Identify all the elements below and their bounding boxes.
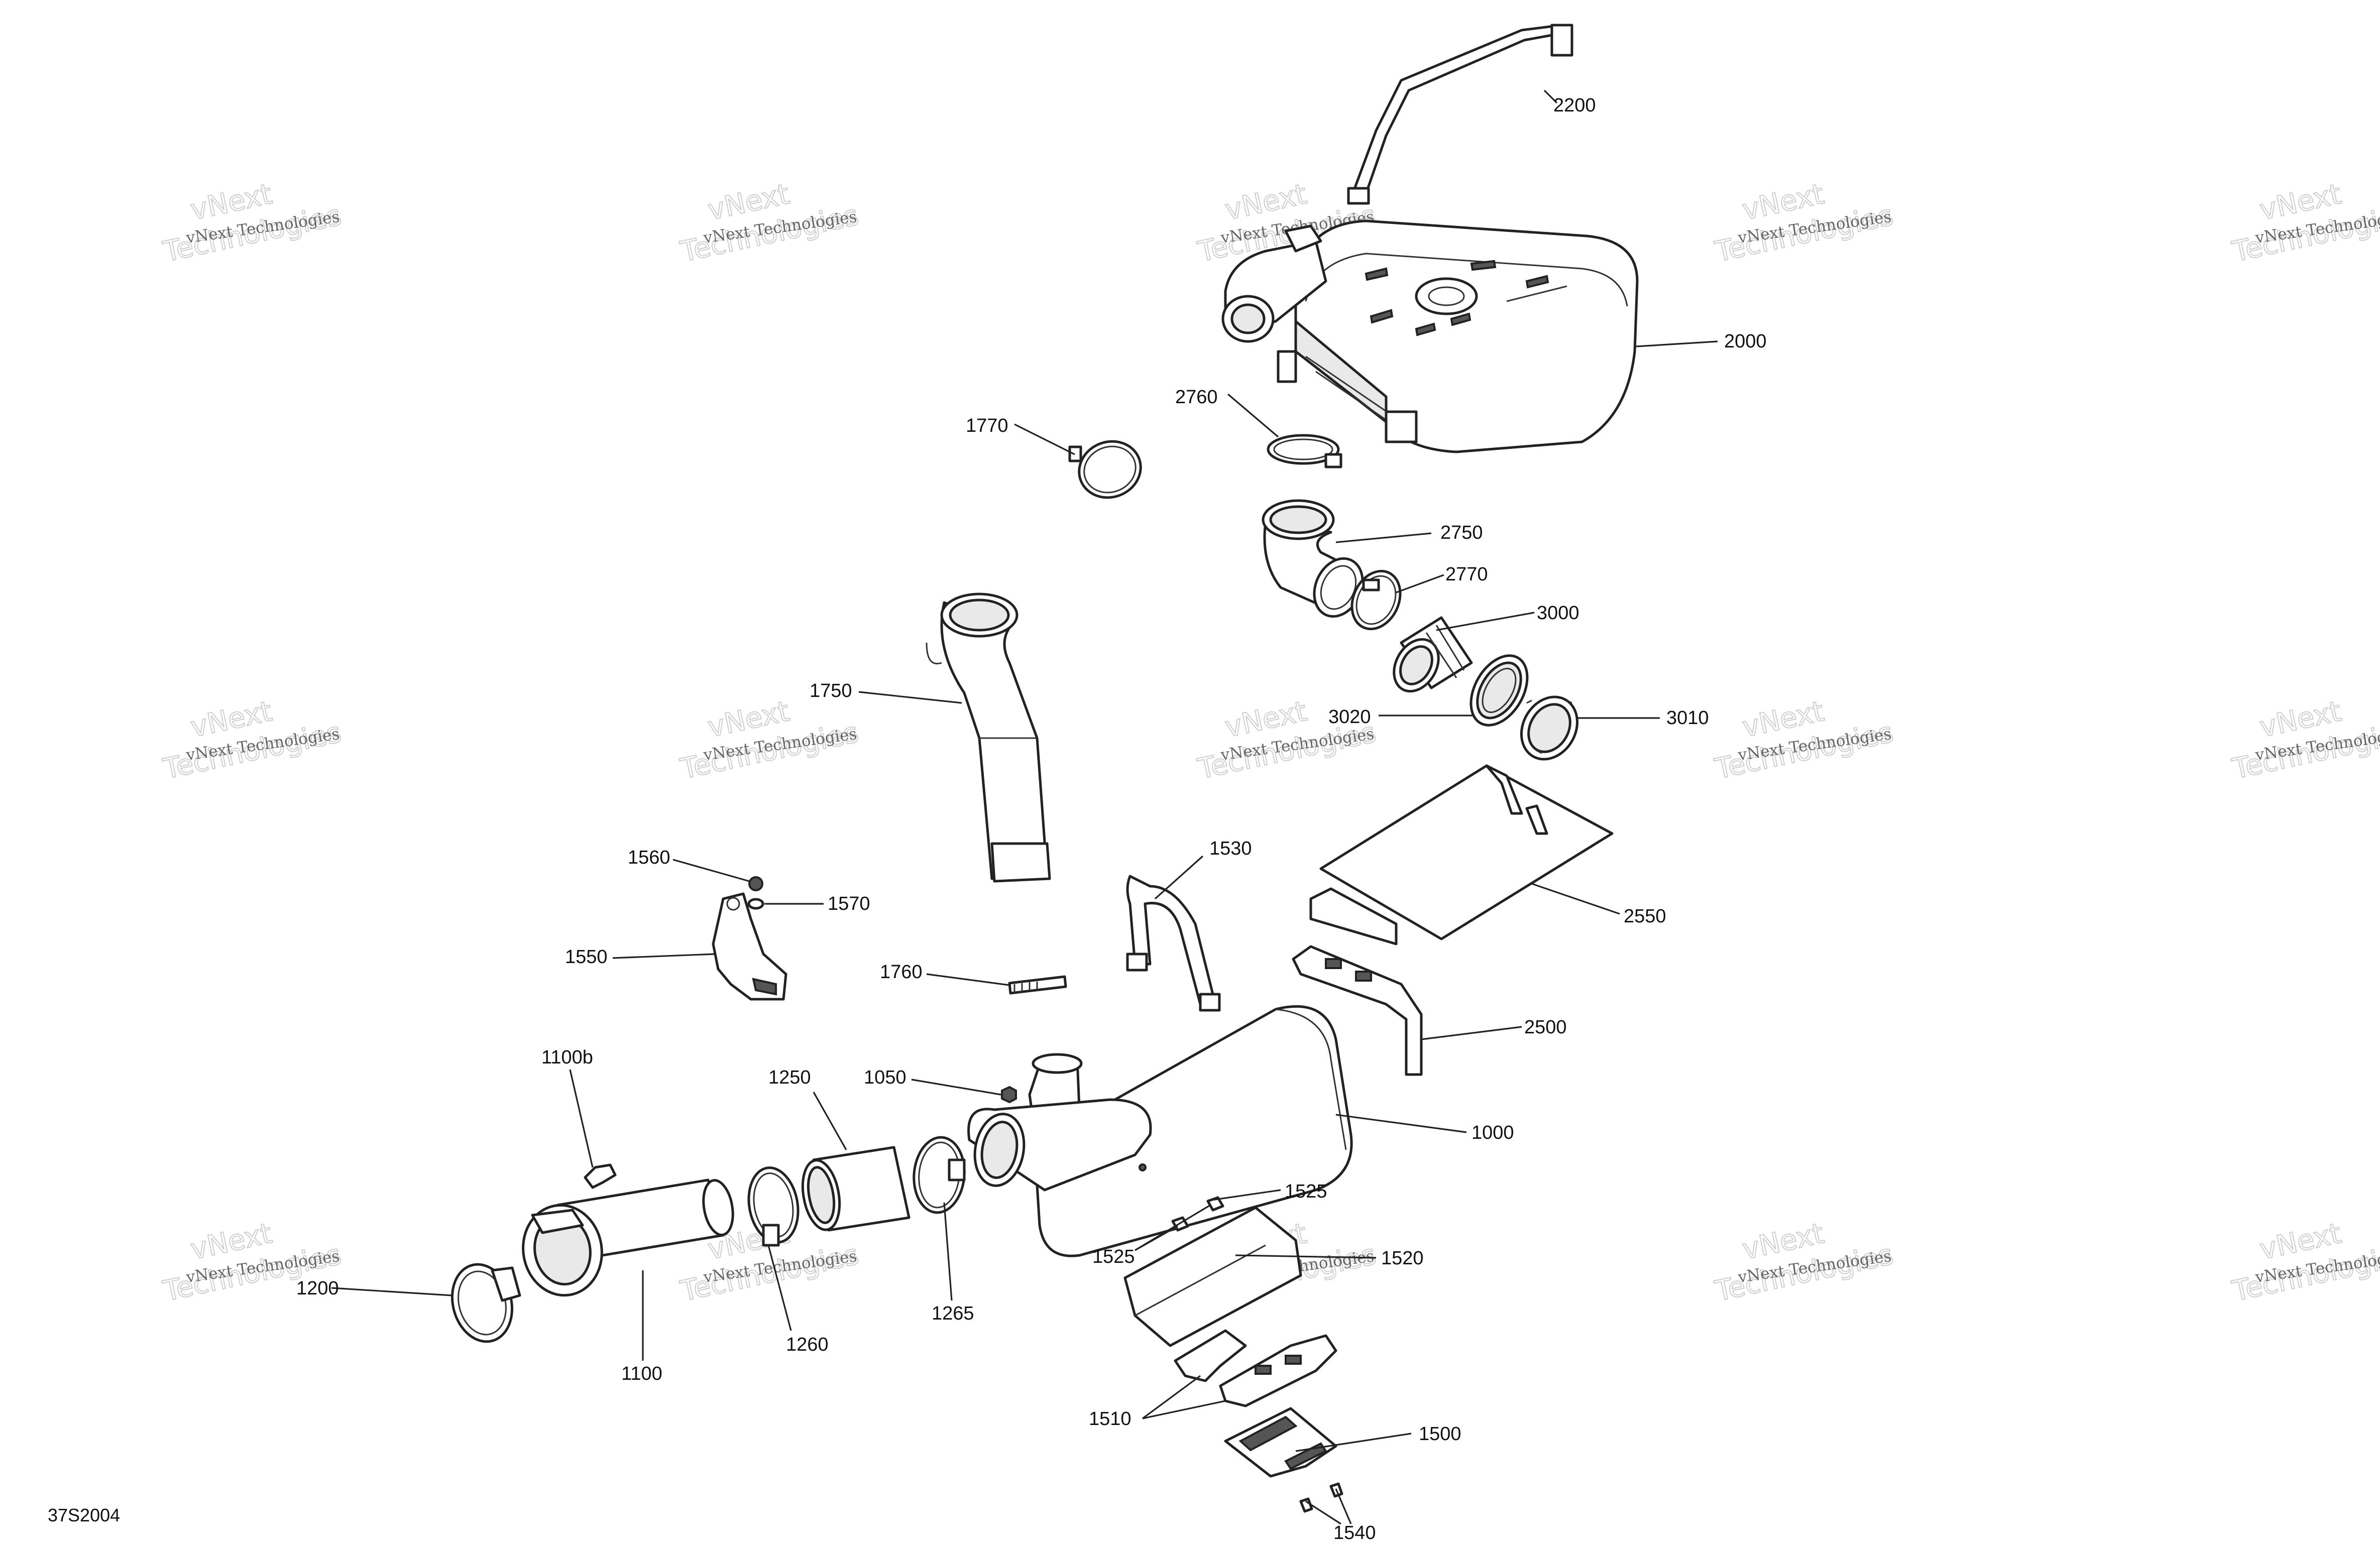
watermark: vNext Technologies vNext Technologies [2229,694,2380,786]
callout-1100b: 1100b [541,1047,593,1068]
part-1570-washer [747,898,764,910]
part-2750-elbow [1262,499,1364,618]
watermark: vNext Technologies vNext Technologies [1712,1217,1896,1309]
part-1520-shield [1123,1206,1302,1347]
callout-1520: 1520 [1381,1248,1424,1269]
callout-3020: 3020 [1328,706,1371,728]
callout-1550: 1550 [565,946,608,968]
diagram-code: 37S2004 [48,1505,120,1525]
part-2760-clamp [1267,434,1342,468]
callout-1530: 1530 [1209,838,1252,859]
part-1260-clamp [747,1166,800,1247]
part-2200-strap [1347,24,1573,205]
watermark: vNext Technologies vNext Technologies [160,694,345,786]
part-3010-nut [1520,695,1579,761]
part-1550-bracket [712,892,787,1001]
part-1200-clamp [450,1263,521,1343]
part-1265-clamp [913,1136,966,1214]
callout-2750: 2750 [1440,522,1483,543]
callout-1760: 1760 [880,962,923,983]
part-1000-muffler [967,1005,1353,1257]
callout-1560: 1560 [628,847,670,868]
part-2500-bracket [1292,945,1423,1076]
watermark: vNext Technologies vNext Technologies [1712,177,1896,269]
callout-3010: 3010 [1666,707,1709,729]
callout-2500: 2500 [1524,1017,1567,1038]
watermark: vNext Technologies vNext Technologies [677,694,862,786]
part-2000-airbox [1221,219,1639,453]
watermark: vNext Technologies vNext Technologies [2229,177,2380,269]
callout-1265: 1265 [932,1303,974,1324]
callout-1500: 1500 [1419,1423,1461,1445]
leader-lines [331,89,1718,1525]
callout-1260: 1260 [786,1334,829,1355]
part-1100b-fitting [584,1163,617,1189]
watermark: vNext Technologies vNext Technologies [1712,694,1896,786]
part-1050-nut [1001,1086,1017,1104]
callout-1525-right: 1525 [1285,1181,1327,1202]
callout-1510: 1510 [1089,1408,1131,1430]
watermark: vNext Technologies vNext Technologies [677,177,862,269]
part-2550-shield [1309,764,1614,945]
callout-2000: 2000 [1724,331,1767,352]
part-1530-strap [1126,875,1221,1012]
part-1100-tailpipe [522,1178,734,1297]
callout-1770: 1770 [966,415,1008,436]
part-1500-plate [1224,1407,1337,1478]
watermark: vNext Technologies vNext Technologies [160,177,345,269]
callout-2550: 2550 [1624,906,1666,927]
callout-2200: 2200 [1553,95,1596,116]
part-3000-adapter [1393,616,1473,693]
callout-labels: 2200 2000 2760 1770 2750 2770 3000 3020 … [296,95,1767,1543]
callout-3000: 3000 [1537,603,1579,624]
callout-1525-left: 1525 [1092,1246,1135,1267]
part-1560-nut [748,876,763,891]
part-1770-clamp [1068,440,1142,499]
part-1750-duct [926,592,1051,883]
callout-1750: 1750 [810,680,852,701]
callout-1000: 1000 [1471,1122,1514,1143]
part-1760-stud [1008,975,1067,995]
part-1250-sleeve [801,1146,911,1232]
callout-1050: 1050 [864,1067,906,1088]
part-3020-ring [1469,654,1529,727]
watermark: vNext Technologies vNext Technologies [2229,1217,2380,1309]
part-1510-bracket [1174,1329,1337,1407]
callout-1100: 1100 [621,1363,662,1384]
part-1540-screw [1299,1482,1343,1513]
callout-1570: 1570 [828,893,870,914]
callout-1250: 1250 [768,1067,811,1088]
part-2770-clamp [1350,569,1402,631]
callout-2770: 2770 [1445,564,1488,585]
callout-2760: 2760 [1175,387,1218,408]
callout-1540: 1540 [1333,1522,1376,1543]
callout-1200: 1200 [296,1278,339,1299]
